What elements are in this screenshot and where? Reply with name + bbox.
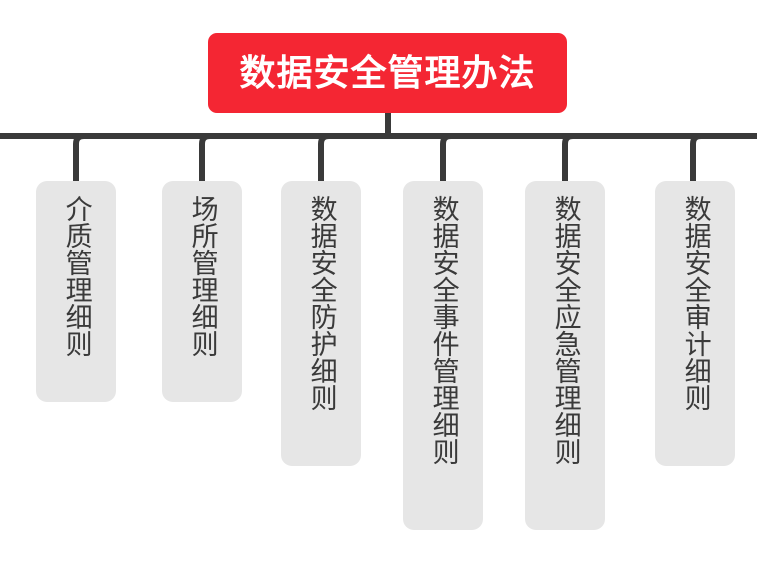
child-node-2[interactable]: 场所管理细则 xyxy=(162,181,242,402)
child-node-label: 数据安全事件管理细则 xyxy=(428,195,459,465)
child-node-label: 数据安全应急管理细则 xyxy=(550,195,581,465)
connector-drop-6 xyxy=(690,133,702,181)
child-node-5[interactable]: 数据安全应急管理细则 xyxy=(525,181,605,530)
child-node-label: 数据安全审计细则 xyxy=(680,195,711,411)
connector-drop-4 xyxy=(440,133,452,181)
child-node-label: 数据安全防护细则 xyxy=(306,195,337,411)
connector-drop-5 xyxy=(562,133,574,181)
child-node-4[interactable]: 数据安全事件管理细则 xyxy=(403,181,483,530)
connector-drop-2 xyxy=(199,133,211,181)
root-node[interactable]: 数据安全管理办法 xyxy=(208,33,567,113)
child-node-6[interactable]: 数据安全审计细则 xyxy=(655,181,735,466)
child-node-1[interactable]: 介质管理细则 xyxy=(36,181,116,402)
root-node-label: 数据安全管理办法 xyxy=(239,52,536,93)
connector-drop-1 xyxy=(73,133,85,181)
child-node-label: 场所管理细则 xyxy=(187,195,218,357)
child-node-label: 介质管理细则 xyxy=(61,195,92,357)
child-node-3[interactable]: 数据安全防护细则 xyxy=(281,181,361,466)
connector-drop-3 xyxy=(318,133,330,181)
